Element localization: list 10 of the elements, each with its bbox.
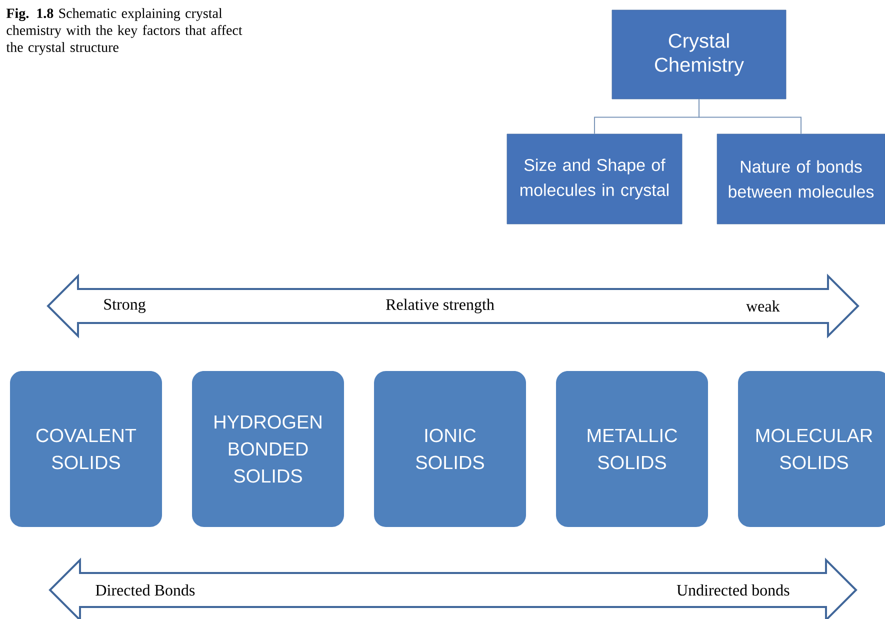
solid-type-box: METALLIC SOLIDS <box>556 371 708 527</box>
solid-type-box: COVALENT SOLIDS <box>10 371 162 527</box>
solid-type-box: MOLECULAR SOLIDS <box>738 371 885 527</box>
solid-type-box: IONIC SOLIDS <box>374 371 526 527</box>
concept-box: Size and Shape of molecules in crystal <box>506 134 682 224</box>
concept-box: Nature of bonds between molecules <box>716 134 885 224</box>
solid-type-box: HYDROGEN BONDED SOLIDS <box>192 371 344 527</box>
concept-box: Crystal Chemistry <box>612 10 786 100</box>
connector-line <box>698 98 802 134</box>
caption: Fig. 1.8 Schematic explaining crystal chemistry with the key factors that affect the crystal structure <box>6 8 242 55</box>
